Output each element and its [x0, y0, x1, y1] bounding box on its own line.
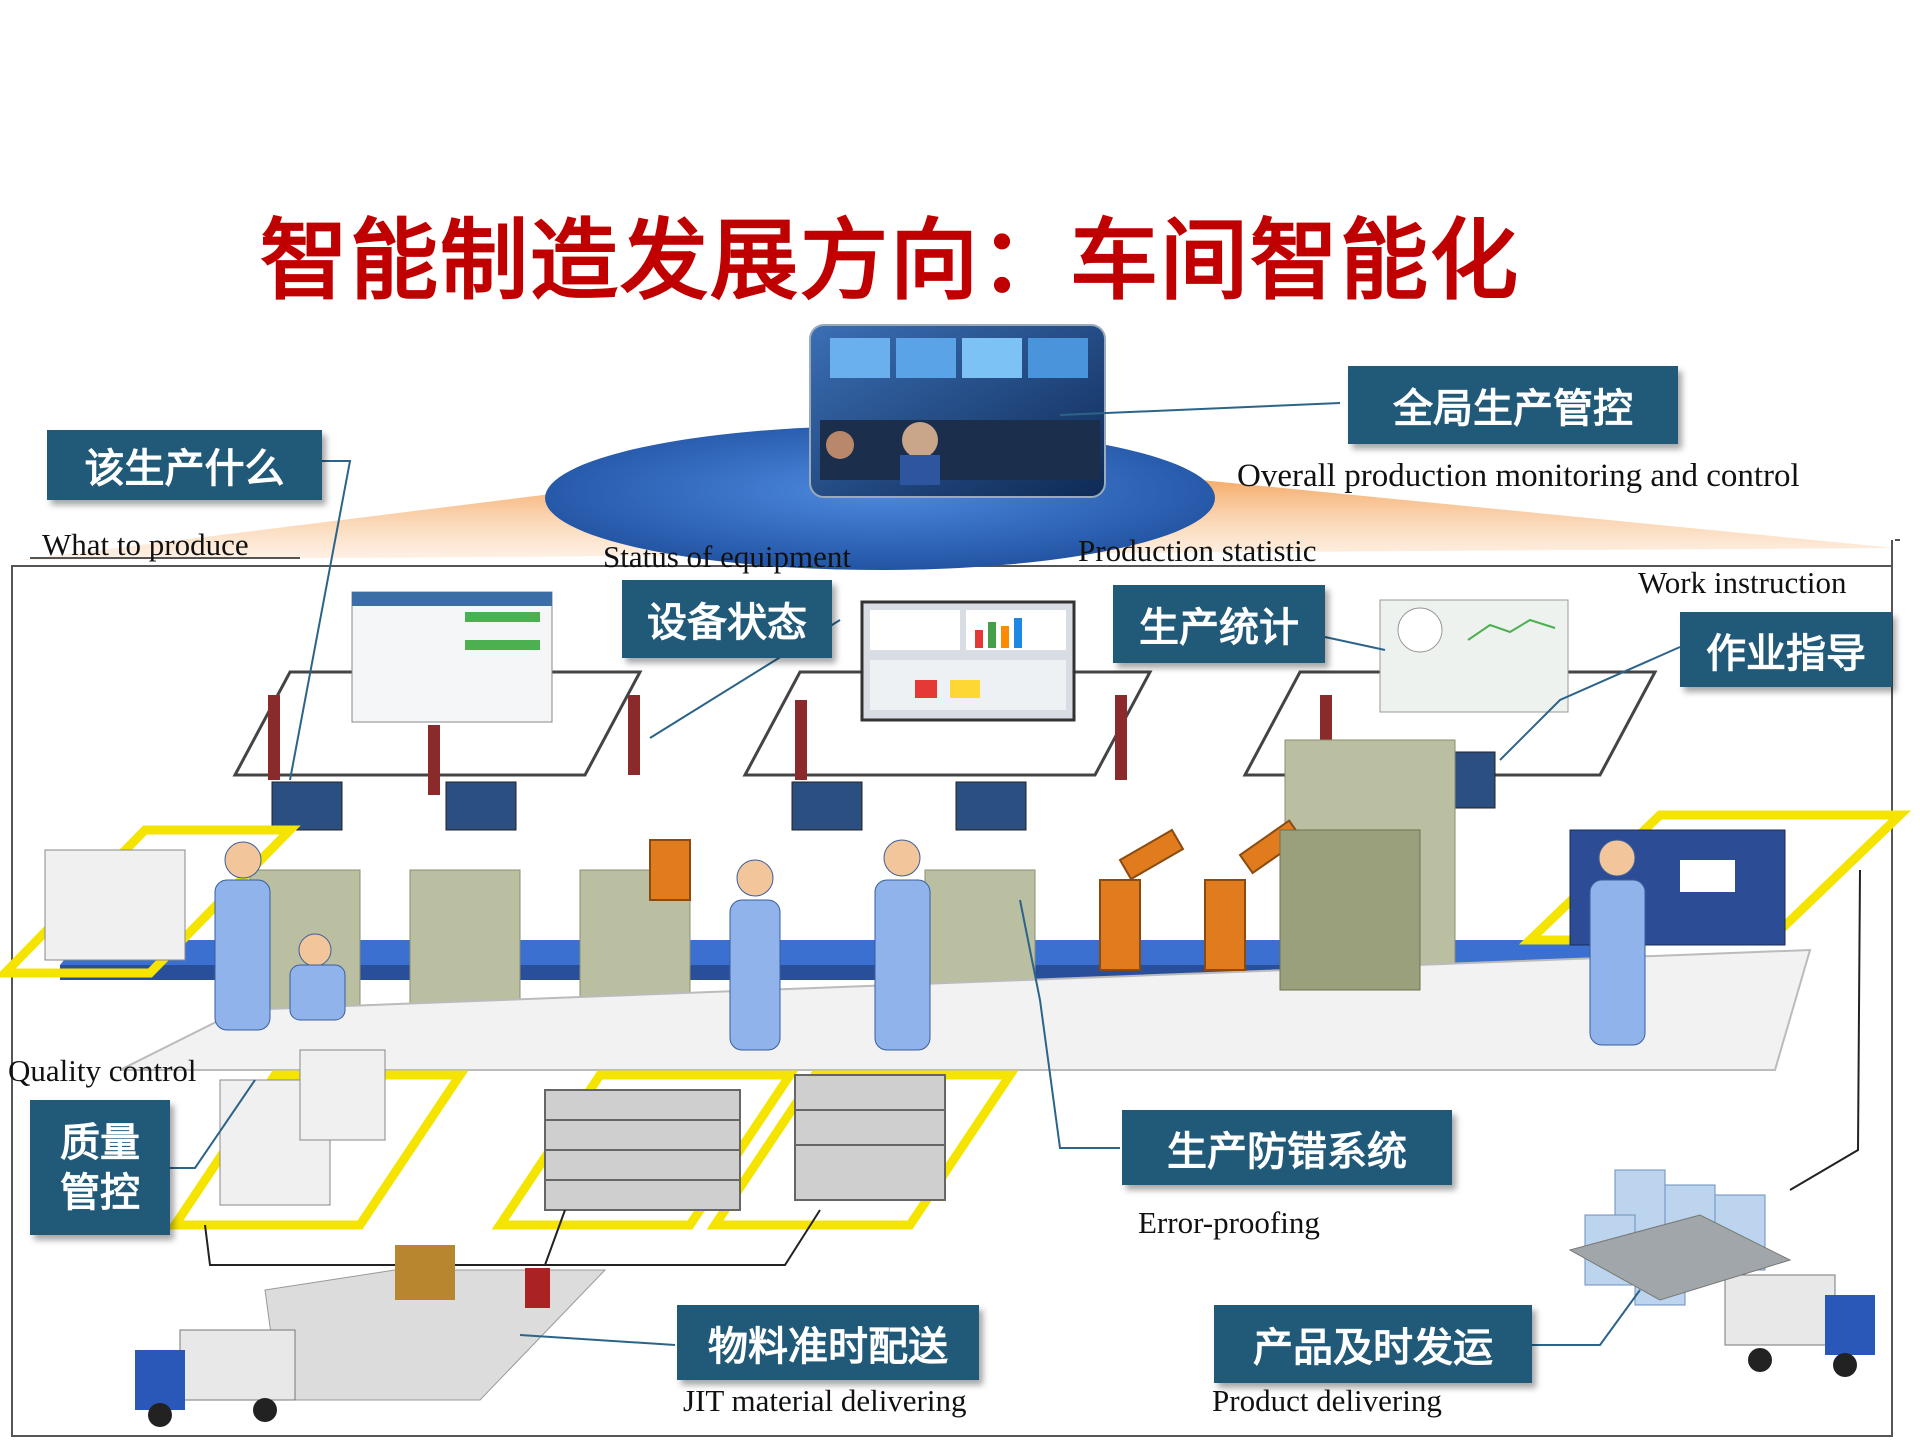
callout-production-statistic: 生产统计	[1113, 585, 1325, 663]
callout-equipment-status-label: 设备状态	[647, 600, 807, 646]
city-buildings	[1568, 1169, 1792, 1306]
storage-rack	[544, 1074, 946, 1211]
mes-screen-what	[351, 591, 553, 723]
mes-screen-statistic	[1379, 599, 1569, 713]
caption-global-control: Overall production monitoring and contro…	[1237, 458, 1800, 494]
caption-production-statistic: Production statistic	[1078, 533, 1317, 568]
delivery-truck-left	[135, 1329, 296, 1427]
callout-error-proofing: 生产防错系统	[1122, 1110, 1452, 1185]
andon-towers	[268, 695, 1332, 795]
warehouse-cage	[264, 1245, 607, 1401]
callout-jit-delivery: 物料准时配送	[677, 1305, 979, 1380]
caption-quality-control: Quality control	[8, 1053, 197, 1088]
callout-production-statistic-label: 生产统计	[1139, 605, 1299, 651]
caption-jit-delivery: JIT material delivering	[683, 1383, 967, 1418]
robot-arms	[649, 819, 1304, 971]
callout-work-instruction: 作业指导	[1680, 612, 1892, 687]
callout-product-delivery-label: 产品及时发运	[1253, 1325, 1493, 1371]
callout-equipment-status: 设备状态	[622, 580, 832, 658]
caption-work-instruction: Work instruction	[1638, 565, 1847, 600]
callout-quality-control-line1: 质量	[60, 1119, 140, 1166]
error-proofing-cell	[1279, 829, 1421, 991]
callout-quality-control-line2: 管控	[60, 1169, 140, 1216]
callout-error-proofing-label: 生产防错系统	[1167, 1128, 1407, 1175]
callout-jit-delivery-label: 物料准时配送	[708, 1323, 948, 1370]
delivery-truck-right	[1724, 1274, 1875, 1377]
line-monitors	[271, 751, 1496, 831]
mes-screen-equipment	[860, 600, 1076, 722]
callout-work-instruction-label: 作业指导	[1706, 630, 1866, 677]
callout-global-control-label: 全局生产管控	[1393, 386, 1633, 432]
caption-error-proofing: Error-proofing	[1138, 1205, 1320, 1240]
leader-lines	[168, 402, 1681, 1346]
caption-what-to-produce: What to produce	[42, 527, 249, 562]
page-title: 智能制造发展方向：车间智能化	[260, 209, 1521, 312]
callout-quality-control: 质量 管控	[30, 1100, 170, 1235]
callout-product-delivery: 产品及时发运	[1214, 1305, 1532, 1383]
logistics-paths	[204, 869, 1861, 1266]
caption-product-delivery: Product delivering	[1212, 1383, 1442, 1418]
callout-what-to-produce: 该生产什么	[47, 430, 322, 500]
callout-global-control: 全局生产管控	[1348, 366, 1678, 444]
workers	[214, 839, 1646, 1051]
caption-equipment-status: Status of equipment	[603, 539, 851, 574]
parts-boxes	[44, 849, 386, 1206]
control-room-photo	[809, 324, 1106, 498]
callout-what-to-produce-label: 该生产什么	[84, 446, 285, 492]
